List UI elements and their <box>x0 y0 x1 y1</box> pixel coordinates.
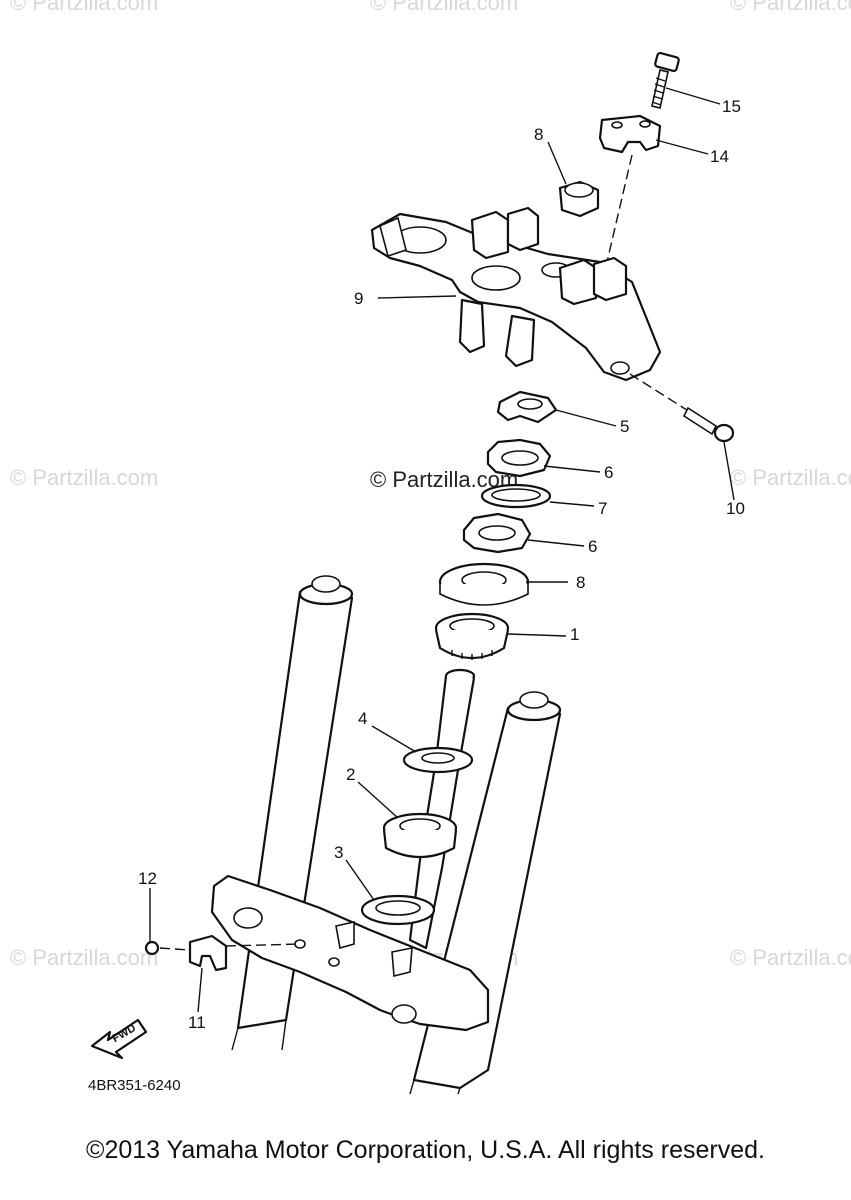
part-13-screw <box>144 940 191 956</box>
callout-9: 8 <box>534 125 543 144</box>
part-14-holder <box>598 114 662 263</box>
watermark-top-right: © Partzilla.com <box>730 0 851 15</box>
part-7-washer <box>480 483 552 509</box>
callout-5: 5 <box>620 417 629 436</box>
part-6-ring-nut-upper <box>486 438 552 478</box>
watermark-mid-right: © Partzilla.com <box>730 465 851 490</box>
watermark-top-left: © Partzilla.com <box>10 0 158 15</box>
watermark-mid-left: © Partzilla.com <box>10 465 158 490</box>
callout-15: 15 <box>722 97 741 116</box>
callout-3: 3 <box>334 843 343 862</box>
callout-2: 2 <box>346 765 355 784</box>
part-3-seal <box>360 894 436 926</box>
part-6-ring-nut-lower <box>462 512 532 554</box>
part-5-lock-washer <box>496 390 558 424</box>
part-4-washer <box>402 746 474 774</box>
part-12-clamp <box>188 934 301 972</box>
part-15-bolt <box>651 51 680 109</box>
callout-leaders <box>149 87 735 1013</box>
part-9-nut <box>558 180 600 218</box>
callout-6-lower: 6 <box>588 537 597 556</box>
callout-12: 11 <box>188 1013 206 1032</box>
diagram-code: 4BR351-6240 <box>88 1077 181 1094</box>
callout-numbers: 15 14 8 9 5 6 7 6 8 1 10 4 2 3 12 11 <box>138 97 745 1032</box>
callout-11: 10 <box>726 499 745 518</box>
part-10-upper-bracket <box>370 206 662 382</box>
lower-bracket <box>210 874 490 1095</box>
callout-6-upper: 6 <box>604 463 613 482</box>
forward-arrow-icon: FWD <box>90 1018 148 1060</box>
steering-stem <box>408 668 476 950</box>
watermark-low-right: © Partzilla.com <box>730 945 851 970</box>
callout-13: 12 <box>138 869 157 888</box>
callout-8: 8 <box>576 573 585 592</box>
callout-7: 7 <box>598 499 607 518</box>
callout-4: 4 <box>358 709 367 728</box>
part-8-dust-cover <box>438 562 530 606</box>
watermark-low-left: © Partzilla.com <box>10 945 158 970</box>
part-1-ball-race <box>434 612 510 660</box>
callout-1: 1 <box>570 625 579 644</box>
part-11-bolt <box>629 373 735 443</box>
callout-14: 14 <box>710 147 729 166</box>
part-2-bearing <box>382 812 458 858</box>
callout-10: 9 <box>354 289 363 308</box>
watermark-top-center: © Partzilla.com <box>370 0 518 15</box>
copyright-notice: ©2013 Yamaha Motor Corporation, U.S.A. A… <box>86 1136 765 1164</box>
